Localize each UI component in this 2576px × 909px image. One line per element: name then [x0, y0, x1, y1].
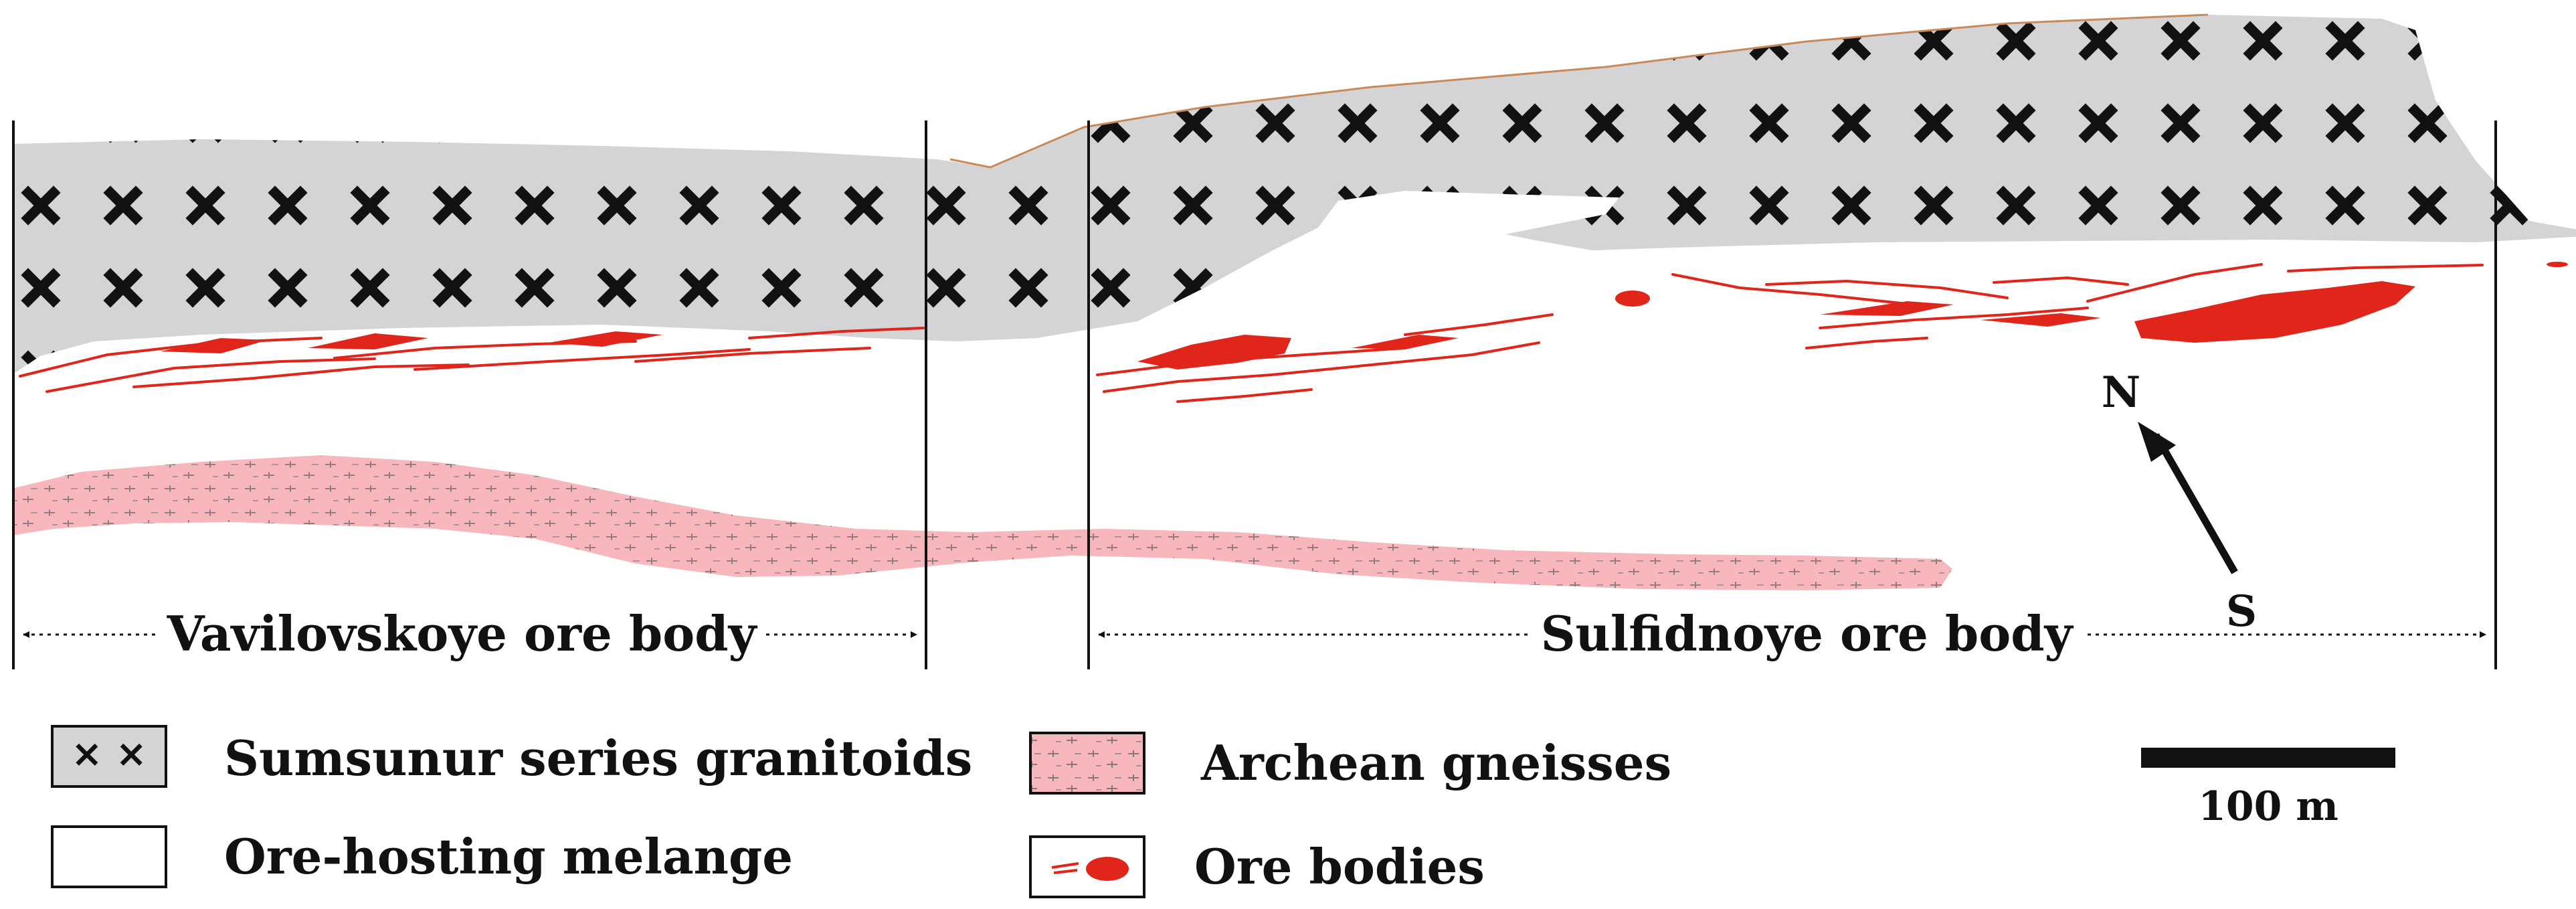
label-vavilovskoye: Vavilovskoye ore body: [167, 605, 758, 662]
legend-label-granitoids: Sumsunur series granitoids: [224, 730, 972, 787]
granitoid-cross-pattern: [12, 15, 2576, 375]
label-sulfidnoye: Sulfidnoye ore body: [1541, 605, 2074, 662]
ore-veinlets: [19, 263, 2484, 403]
legend-label-gneiss: Archean gneisses: [1200, 734, 1671, 791]
legend-swatch-granitoids: [51, 725, 167, 788]
legend-swatch-gneiss-pattern: [1032, 734, 1143, 792]
ore-lens-mid-left: [1137, 335, 1291, 369]
legend-ore-lens-icon: [1086, 857, 1129, 881]
ore-lens-tiny-right: [2547, 262, 2568, 267]
legend-swatch-cross-icon: × ×: [71, 732, 147, 776]
legend-item-gneiss: Archean gneisses: [1029, 732, 1671, 795]
scale-bar-line: [2141, 748, 2395, 768]
section-boundaries: [12, 120, 2497, 669]
north-arrow-head-icon: [2138, 422, 2176, 462]
north-label: N: [2102, 367, 2141, 418]
north-arrow: N S: [2102, 367, 2257, 637]
ore-lens-mid-b: [1352, 335, 1459, 349]
legend-swatch-melange: [51, 825, 167, 888]
ore-lens-right-b: [1981, 313, 2101, 327]
granitoid-top-contact: [949, 13, 2209, 169]
north-arrow-shaft: [2152, 433, 2238, 574]
legend-item-ore: Ore bodies: [1029, 835, 1485, 898]
legend-item-melange: Ore-hosting melange: [51, 825, 793, 888]
legend-ore-veinlet-icon: [1051, 862, 1079, 874]
legend-item-granitoids: × × Sumsunur series granitoids: [51, 725, 972, 788]
legend-label-melange: Ore-hosting melange: [224, 828, 793, 885]
ore-lens-mid-c: [1820, 301, 1954, 316]
south-label: S: [2226, 586, 2257, 637]
granitoid-unit: [12, 13, 2576, 375]
scale-bar-label: 100 m: [2198, 783, 2338, 830]
gneiss-tick-pattern: [12, 455, 1952, 590]
ore-lens-large-right: [2134, 281, 2415, 343]
ore-lens-small-center: [1615, 291, 1650, 307]
scale-bar: 100 m: [2141, 748, 2395, 830]
gneiss-unit: [12, 455, 1952, 590]
legend: × × Sumsunur series granitoids Ore-hosti…: [51, 725, 1671, 898]
ore-lens-left-b: [308, 333, 428, 349]
legend-label-ore: Ore bodies: [1194, 838, 1485, 895]
